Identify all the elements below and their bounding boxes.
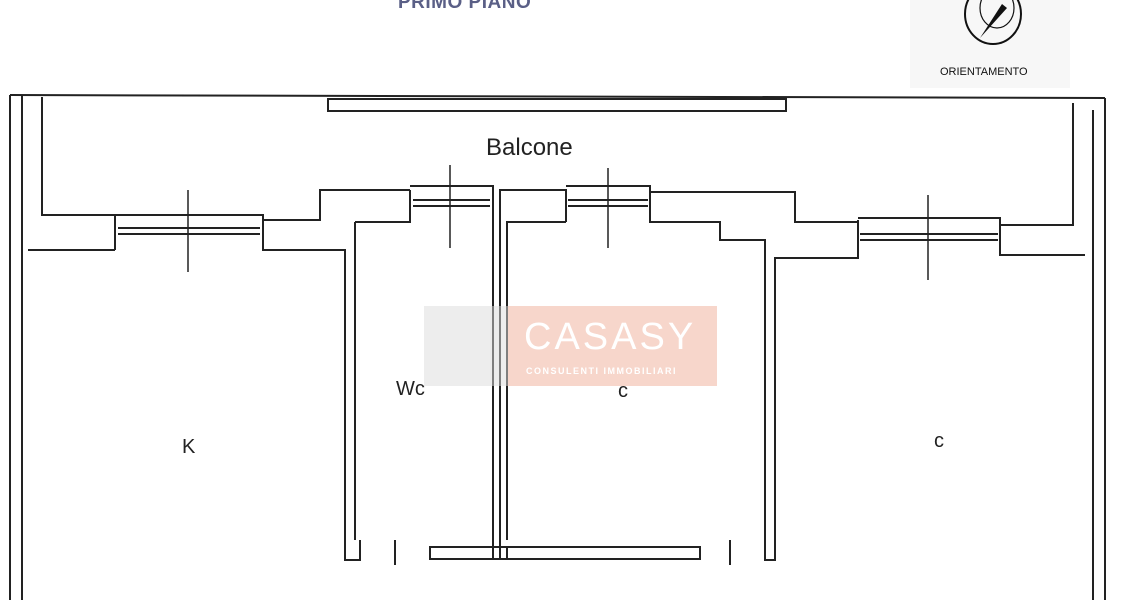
compass: ORIENTAMENTO (910, 0, 1070, 88)
balcony-railing (327, 98, 787, 112)
outer-wall-right (9, 94, 1106, 600)
watermark-logo-icon (424, 306, 508, 386)
watermark-subtitle: CONSULENTI IMMOBILIARI (526, 366, 677, 376)
corridor-wall (429, 546, 701, 560)
room-label-bedroom-2: c (934, 430, 944, 452)
room-label-wc: Wc (396, 378, 425, 400)
watermark-name: CASASY (524, 316, 697, 358)
watermark: CASASY CONSULENTI IMMOBILIARI (424, 306, 717, 386)
room-label-balcony: Balcone (486, 134, 573, 161)
room-label-kitchen: K (182, 436, 196, 458)
wall-wc (263, 185, 494, 560)
wall-kitchen (28, 214, 361, 561)
north-arrow-icon (964, 0, 1022, 45)
outer-wall-left (9, 95, 23, 600)
window (860, 233, 998, 241)
room-label-bedroom-1: c (618, 380, 628, 402)
window (413, 199, 490, 207)
window (118, 227, 260, 235)
floor-title: PRIMO PIANO (398, 0, 532, 13)
compass-label: ORIENTAMENTO (940, 66, 1028, 78)
